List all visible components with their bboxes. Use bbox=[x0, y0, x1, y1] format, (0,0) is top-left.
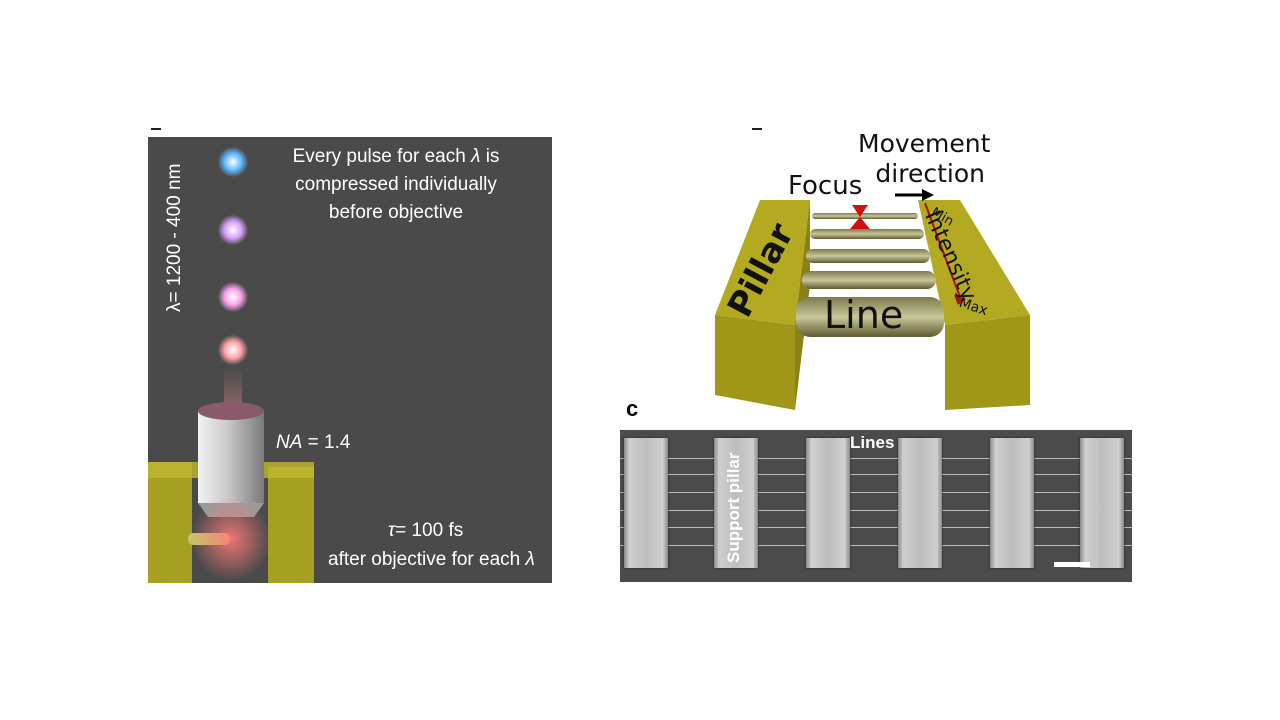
sem-line bbox=[620, 492, 1132, 493]
bridge-drawing bbox=[715, 189, 1030, 410]
after-objective-text: after objective for each λ bbox=[328, 549, 535, 570]
sem-line bbox=[620, 510, 1132, 511]
pulse-magenta bbox=[218, 282, 248, 312]
pillar-left-top bbox=[715, 200, 810, 325]
bar-5 bbox=[796, 297, 944, 337]
sem-pillar bbox=[990, 438, 1034, 568]
pulse-pink bbox=[218, 335, 248, 365]
sem-pillar bbox=[806, 438, 850, 568]
bar-1 bbox=[812, 213, 918, 219]
line-label: Line bbox=[824, 293, 904, 337]
compression-text: Every pulse for each λ is compressed ind… bbox=[292, 146, 500, 223]
sem-line bbox=[620, 527, 1132, 528]
sem-line bbox=[620, 458, 1132, 459]
panel-a-illustration: λ= 1200 - 400 nm Every pulse for each λ … bbox=[148, 137, 552, 583]
bar-4 bbox=[802, 271, 936, 289]
na-text: NA = 1.4 bbox=[276, 432, 351, 453]
scale-bar bbox=[1054, 562, 1090, 567]
pillar-right-top bbox=[918, 200, 1030, 325]
bar-3 bbox=[806, 249, 930, 263]
pulse-blue bbox=[218, 147, 248, 177]
bar-2 bbox=[810, 229, 924, 239]
movement-direction-label: Movement direction bbox=[858, 129, 991, 188]
support-pillar-label: Support pillar bbox=[724, 452, 743, 564]
tau-text: τ= 100 fs bbox=[388, 520, 464, 541]
objective-drawing bbox=[148, 367, 314, 583]
panel-c-label: c bbox=[626, 396, 639, 421]
sem-pillar bbox=[898, 438, 942, 568]
panel-a-corner-mark bbox=[151, 128, 161, 130]
pillar-right-front bbox=[945, 315, 1030, 410]
focus-glow bbox=[191, 497, 271, 581]
sem-image: Lines Support pillar bbox=[620, 430, 1132, 582]
focus-icon-top bbox=[852, 205, 868, 217]
support-right bbox=[268, 467, 314, 583]
objective-top bbox=[198, 402, 264, 420]
support-left bbox=[148, 462, 192, 583]
lines-label: Lines bbox=[850, 433, 895, 452]
intensity-arrow-head bbox=[954, 295, 966, 305]
movement-arrow-head bbox=[922, 189, 934, 201]
panel-b-corner-mark bbox=[752, 128, 762, 130]
objective-body bbox=[198, 411, 264, 503]
sem-pillar bbox=[714, 438, 758, 568]
beam bbox=[224, 367, 242, 407]
intensity-arrow-line bbox=[924, 202, 961, 298]
focus-label: Focus bbox=[788, 171, 863, 201]
pulse-violet bbox=[218, 215, 248, 245]
sem-line bbox=[620, 545, 1132, 546]
panel-b-illustration: Movement direction Focus Pillar Line Int… bbox=[690, 125, 1060, 415]
focus-icon-bottom bbox=[850, 217, 870, 229]
sem-line bbox=[620, 474, 1132, 475]
pillar-left-front bbox=[715, 315, 795, 410]
sem-pillar bbox=[624, 438, 668, 568]
sem-pillar bbox=[1080, 438, 1124, 568]
